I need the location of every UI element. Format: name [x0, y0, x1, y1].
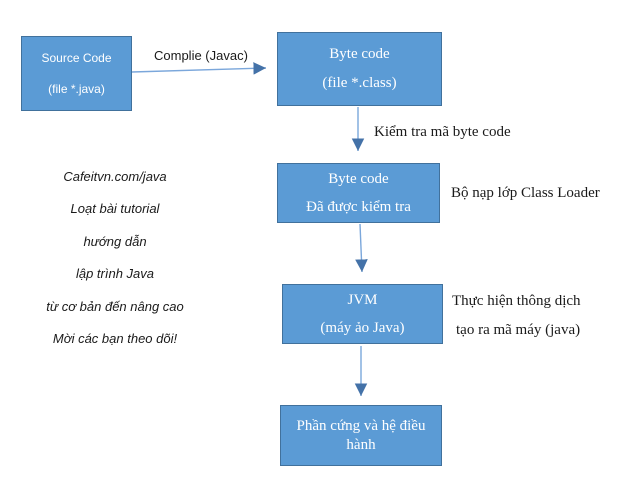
compile-arrow-label: Complie (Javac): [154, 48, 248, 63]
arrow-compile: [131, 62, 267, 75]
hardware-os-box: Phần cứng và hệ điều hành: [280, 405, 442, 466]
interpret-label-line1: Thực hiện thông dịch: [452, 293, 581, 309]
jvm-subtitle: (máy ảo Java): [320, 320, 405, 336]
watermark-line: hướng dẫn: [83, 233, 147, 249]
watermark-line: từ cơ bản đến nâng cao: [46, 298, 184, 314]
source-code-title: Source Code: [41, 50, 112, 65]
watermark-line: Cafeitvn.com/java: [63, 169, 167, 184]
verify-arrow-label: Kiểm tra mã byte code: [374, 124, 511, 140]
byte-code-subtitle: (file *.class): [322, 75, 397, 91]
jvm-box: JVM (máy ảo Java): [282, 284, 443, 344]
byte-code-title: Byte code: [329, 46, 390, 62]
hardware-os-label: Phần cứng và hệ điều hành: [296, 417, 426, 453]
byte-code-box: Byte code (file *.class): [277, 32, 442, 106]
jvm-title: JVM: [347, 292, 378, 308]
interpret-label: Thực hiện thông dịch tạo ra mã máy (java…: [452, 287, 581, 345]
watermark-line: Mời các bạn theo dõi!: [52, 331, 178, 347]
verified-byte-code-box: Byte code Đã được kiểm tra: [277, 163, 440, 223]
interpret-label-line2: tạo ra mã máy (java): [456, 322, 581, 338]
source-code-subtitle: (file *.java): [48, 81, 105, 96]
watermark-line: Loạt bài tutorial: [70, 201, 160, 217]
watermark-line: lập trình Java: [75, 266, 155, 282]
verified-byte-code-subtitle: Đã được kiểm tra: [306, 199, 411, 215]
watermark-text-block: Cafeitvn.com/java Loạt bài tutorial hướn…: [25, 161, 205, 355]
verified-byte-code-title: Byte code: [328, 171, 389, 187]
source-code-box: Source Code (file *.java): [21, 36, 132, 111]
class-loader-label: Bộ nạp lớp Class Loader: [451, 185, 600, 201]
arrow-classloader: [355, 223, 368, 273]
